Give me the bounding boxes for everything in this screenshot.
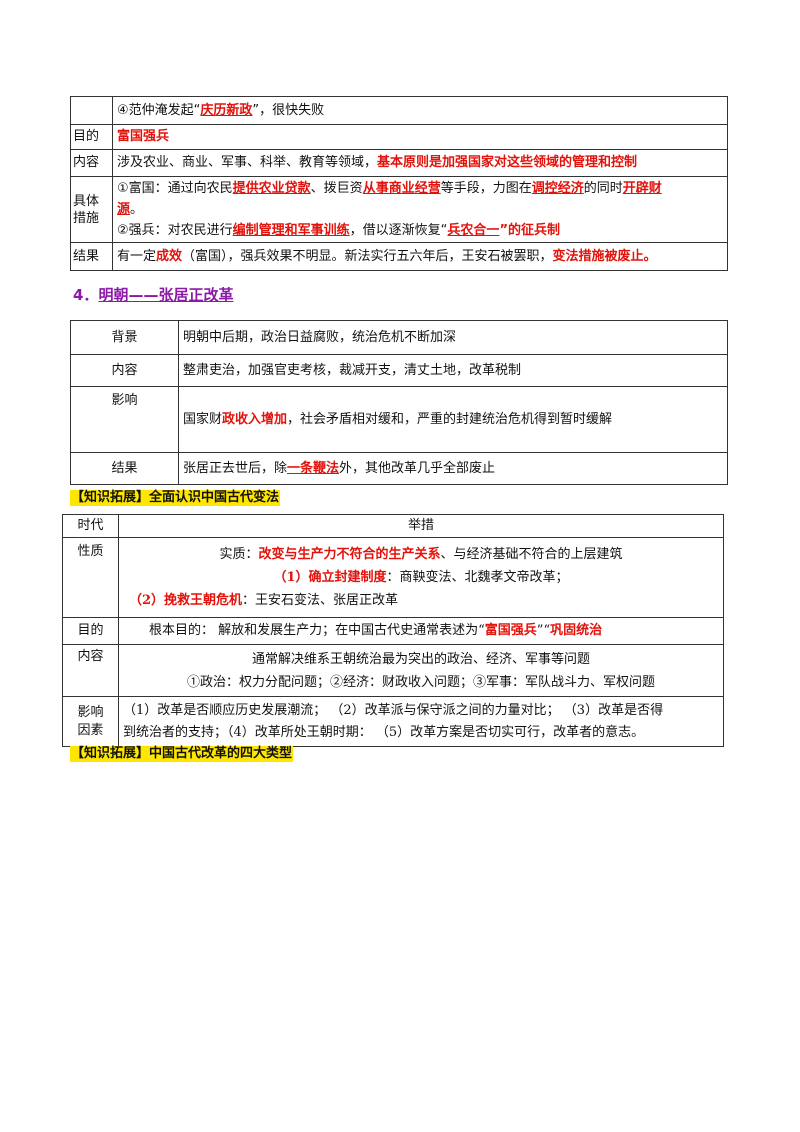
knowledge-extension-label-types: 【知识拓展】中国古代改革的四大类型 (70, 746, 294, 762)
table-row: 内容 通常解决维系王朝统治最为突出的政治、经济、军事等问题 ①政治：权力分配问题… (62, 644, 724, 697)
table-row: 结果 有一定成效（富国），强兵效果不明显。新法实行五六年后，王安石被罢职，变法措… (70, 242, 728, 271)
cell-factors: （1）改革是否顺应历史发展潮流； （2）改革派与保守派之间的力量对比； （3）改… (118, 696, 724, 747)
section-heading-ming-reform: 4．明朝——张居正改革 (73, 286, 234, 304)
table-row: 内容 整肃吏治，加强官吏考核，裁减开支，清丈土地，改革税制 (70, 354, 728, 387)
table-row: 目的 富国强兵 (70, 124, 728, 150)
cell-result: 有一定成效（富国），强兵效果不明显。新法实行五六年后，王安石被罢职，变法措施被废… (112, 242, 728, 271)
cell-content: 涉及农业、商业、军事、科举、教育等领域，基本原则是加强国家对这些领域的管理和控制 (112, 149, 728, 177)
cell-measures: ①富国：通过向农民提供农业贷款、拨巨资从事商业经营等手段，力图在调控经济的同时开… (112, 176, 728, 243)
knowledge-extension-label: 【知识拓展】全面认识中国古代变法 (70, 490, 281, 506)
table-row: 性质 实质：改变与生产力不符合的生产关系、与经济基础不符合的上层建筑 （1）确立… (62, 537, 724, 618)
cell-result-ming: 张居正去世后，除一条鞭法外，其他改革几乎全部废止 (178, 452, 728, 485)
cell-purpose: 富国强兵 (112, 124, 728, 150)
table-row: 结果 张居正去世后，除一条鞭法外，其他改革几乎全部废止 (70, 452, 728, 485)
table-row: 时代 举措 (62, 514, 724, 538)
cell-purpose-general: 根本目的： 解放和发展生产力；在中国古代史通常表述为“富国强兵”“巩固统治 (118, 617, 724, 645)
table-ancient-reforms-overview: 时代 举措 性质 实质：改变与生产力不符合的生产关系、与经济基础不符合的上层建筑… (62, 514, 724, 747)
table-row: 影响因素 （1）改革是否顺应历史发展潮流； （2）改革派与保守派之间的力量对比；… (62, 696, 724, 747)
table-row: 影响 国家财政收入增加，社会矛盾相对缓和，严重的封建统治危机得到暂时缓解 (70, 386, 728, 453)
table-row: 内容 涉及农业、商业、军事、科举、教育等领域，基本原则是加强国家对这些领域的管理… (70, 149, 728, 177)
table-zhang-juzheng-reform: 背景 明朝中后期，政治日益腐败，统治危机不断加深 内容 整肃吏治，加强官吏考核，… (70, 320, 728, 485)
cell-background-4: ④范仲淹发起“庆历新政”，很快失败 (112, 96, 728, 125)
table-row: 背景 明朝中后期，政治日益腐败，统治危机不断加深 (70, 320, 728, 355)
cell-impact: 国家财政收入增加，社会矛盾相对缓和，严重的封建统治危机得到暂时缓解 (178, 386, 728, 453)
table-row: 具体措施 ①富国：通过向农民提供农业贷款、拨巨资从事商业经营等手段，力图在调控经… (70, 176, 728, 243)
table-row: 目的 根本目的： 解放和发展生产力；在中国古代史通常表述为“富国强兵”“巩固统治 (62, 617, 724, 645)
cell-content-general: 通常解决维系王朝统治最为突出的政治、经济、军事等问题 ①政治：权力分配问题；②经… (118, 644, 724, 697)
cell-nature: 实质：改变与生产力不符合的生产关系、与经济基础不符合的上层建筑 （1）确立封建制… (118, 537, 724, 618)
table-row: ④范仲淹发起“庆历新政”，很快失败 (70, 96, 728, 125)
table-reform-wang-anshi: ④范仲淹发起“庆历新政”，很快失败 目的 富国强兵 内容 涉及农业、商业、军事、… (70, 96, 728, 271)
